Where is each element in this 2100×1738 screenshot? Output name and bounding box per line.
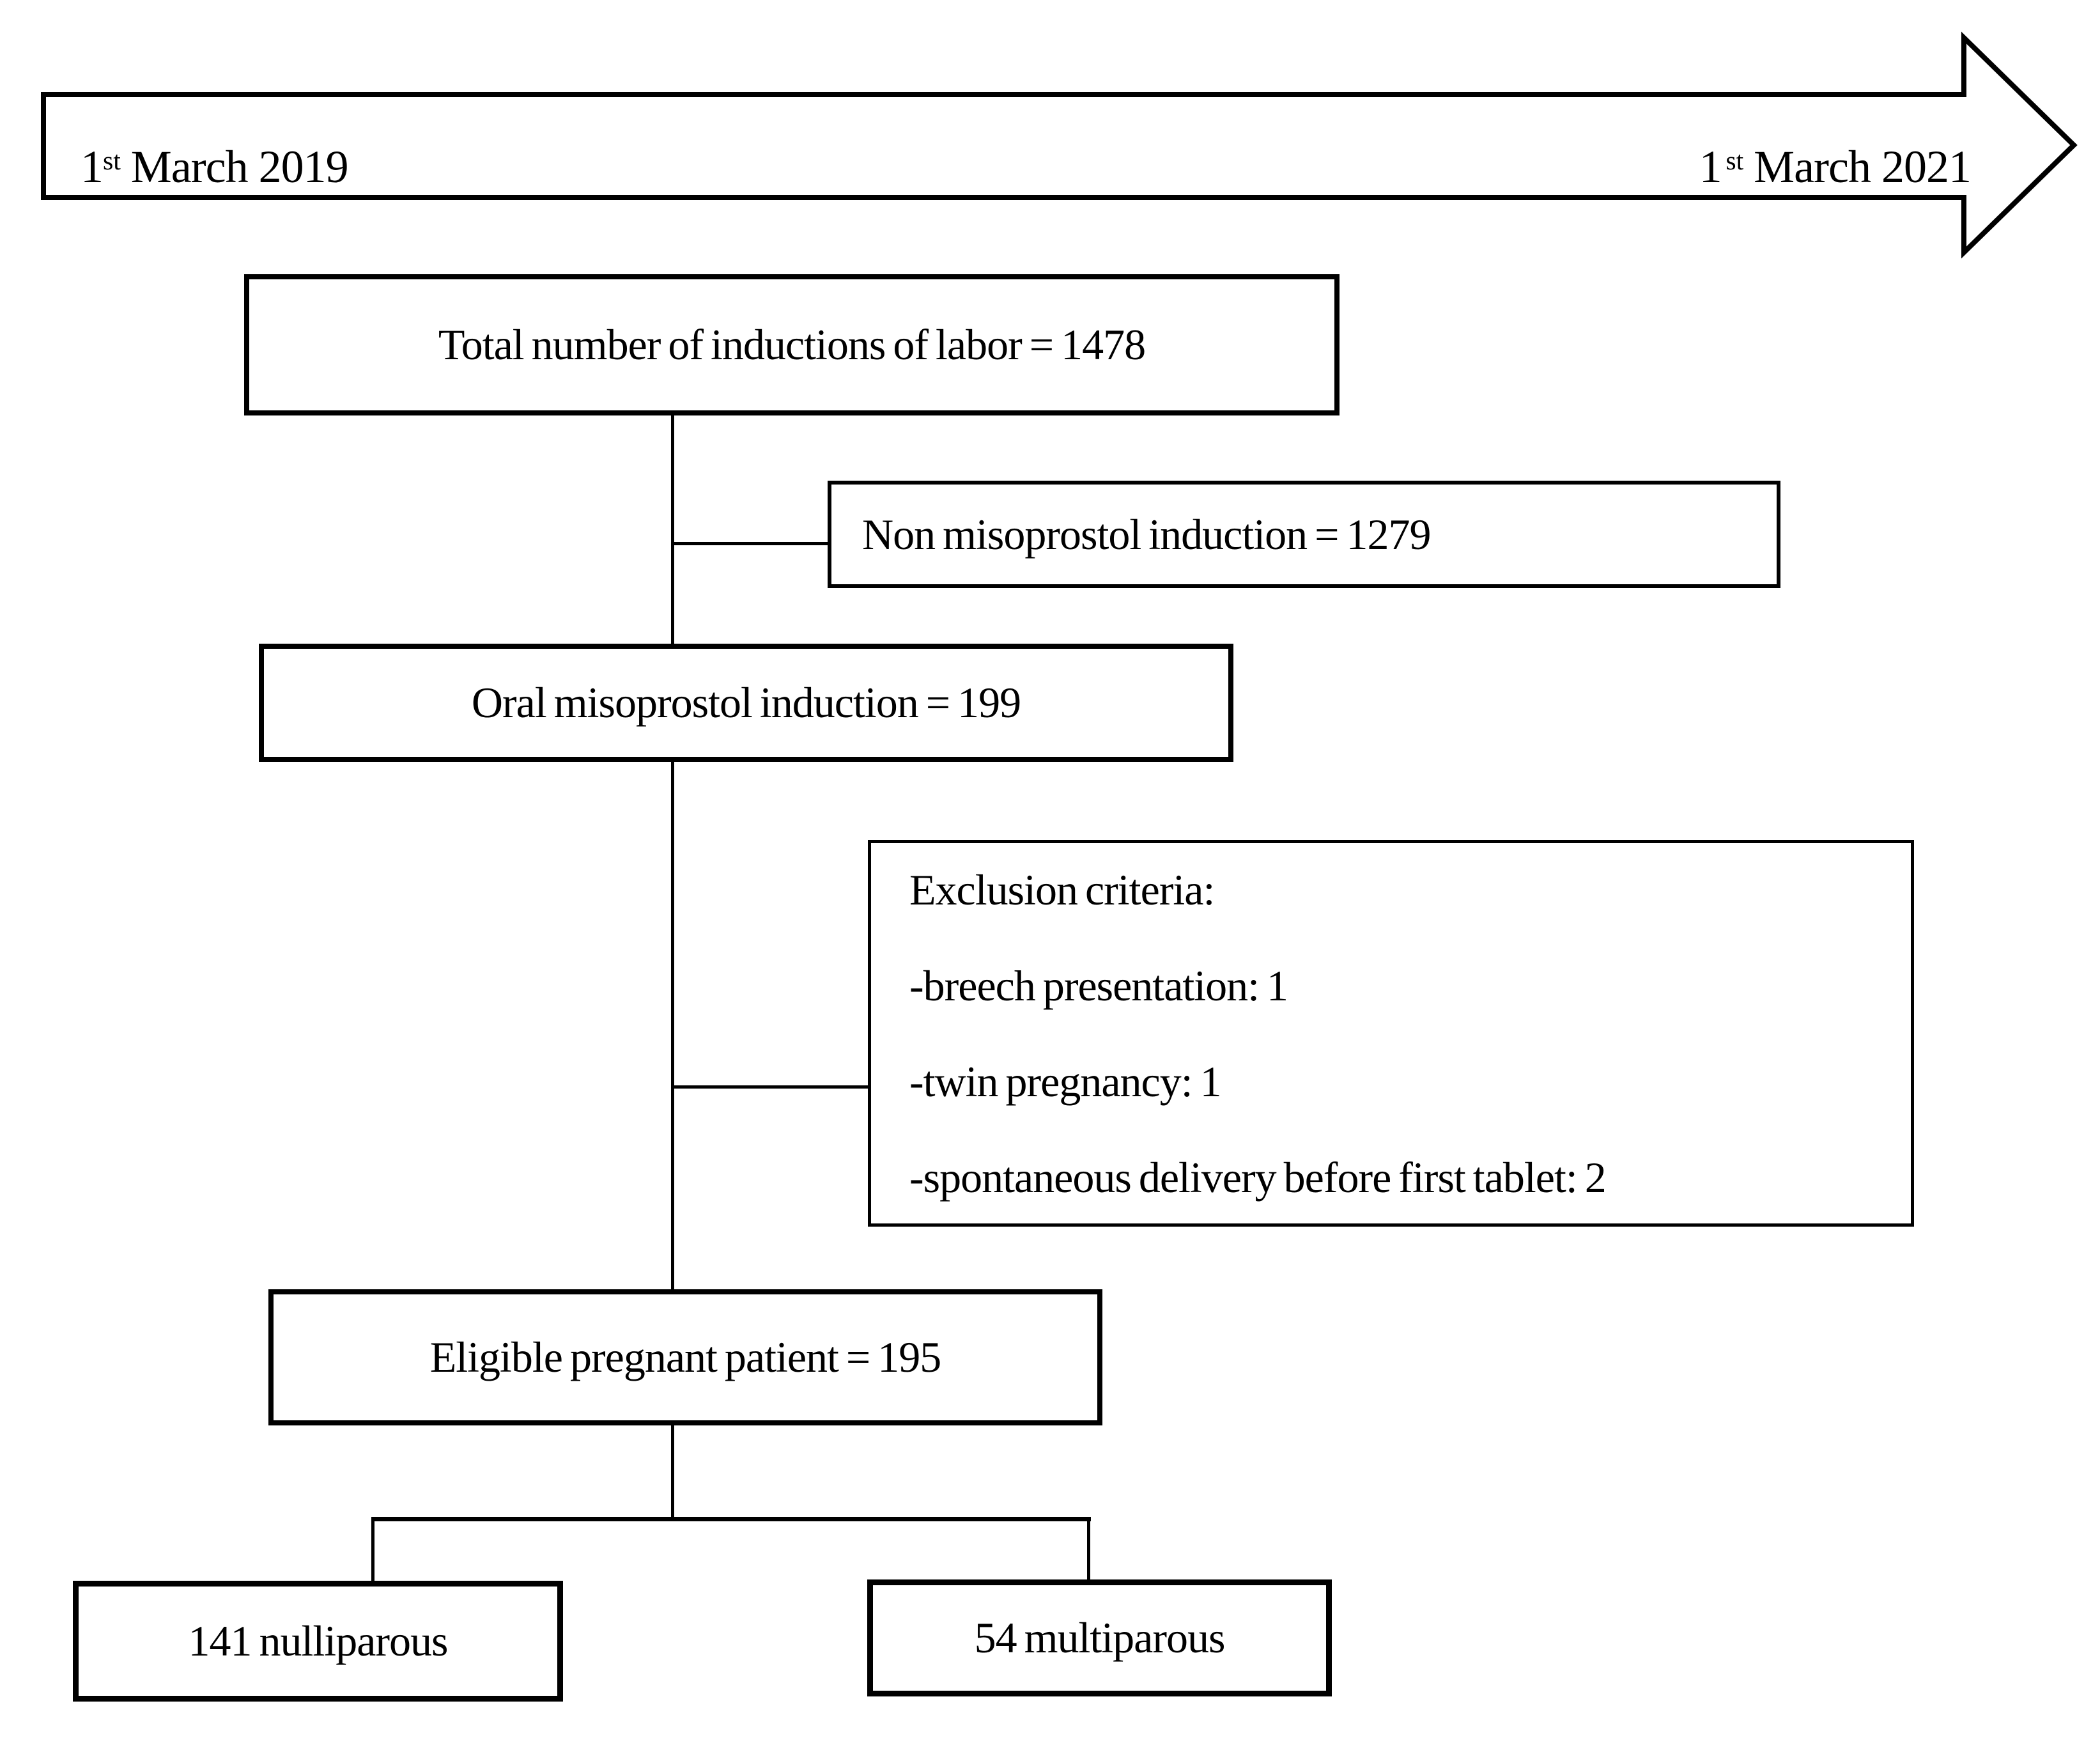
- box-multiparous: 54 multiparous: [867, 1579, 1332, 1696]
- ordinal-superscript: st: [103, 146, 121, 176]
- timeline-start-label: 1st March 2019: [81, 141, 349, 192]
- box-total-inductions-label: Total number of inductions of labor = 14…: [438, 320, 1146, 369]
- box-oral-misoprostol: Oral misoprostol induction = 199: [259, 644, 1233, 762]
- box-oral-misoprostol-label: Oral misoprostol induction = 199: [471, 678, 1021, 727]
- timeline-start-day: 1: [81, 141, 104, 192]
- box-total-inductions: Total number of inductions of labor = 14…: [244, 274, 1340, 415]
- exclusion-item-spontaneous: -spontaneous delivery before first table…: [909, 1152, 1607, 1202]
- timeline-arrow: [41, 31, 2078, 259]
- box-nulliparous: 141 nulliparous: [73, 1581, 563, 1702]
- connector-oral-to-eligible: [671, 759, 674, 1292]
- exclusion-criteria-list: Exclusion criteria: -breech presentation…: [909, 842, 1607, 1225]
- connector-branch-non-misoprostol: [672, 542, 831, 545]
- timeline-start-rest: March 2019: [130, 141, 349, 192]
- connector-eligible-to-split: [671, 1423, 674, 1520]
- timeline-end-rest: March 2021: [1754, 141, 1972, 192]
- connector-split-left: [371, 1517, 374, 1582]
- ordinal-superscript: st: [1726, 146, 1744, 176]
- connector-split-right: [1087, 1517, 1090, 1581]
- timeline-arrow-shape: [41, 31, 2078, 259]
- exclusion-item-twin: -twin pregnancy: 1: [909, 1057, 1222, 1106]
- connector-total-to-oral: [671, 414, 674, 647]
- connector-branch-exclusion: [672, 1085, 870, 1089]
- box-non-misoprostol-label: Non misoprostol induction = 1279: [862, 509, 1431, 559]
- box-exclusion-criteria: Exclusion criteria: -breech presentation…: [868, 840, 1914, 1227]
- box-eligible-patients: Eligible pregnant patient = 195: [268, 1289, 1102, 1425]
- exclusion-item-breech: -breech presentation: 1: [909, 961, 1288, 1010]
- box-eligible-patients-label: Eligible pregnant patient = 195: [429, 1333, 942, 1381]
- exclusion-criteria-title: Exclusion criteria:: [909, 865, 1215, 914]
- box-nulliparous-label: 141 nulliparous: [188, 1617, 449, 1665]
- box-non-misoprostol: Non misoprostol induction = 1279: [828, 481, 1780, 588]
- connector-split-bar: [371, 1517, 1091, 1521]
- timeline-end-day: 1: [1699, 141, 1722, 192]
- box-multiparous-label: 54 multiparous: [974, 1613, 1226, 1662]
